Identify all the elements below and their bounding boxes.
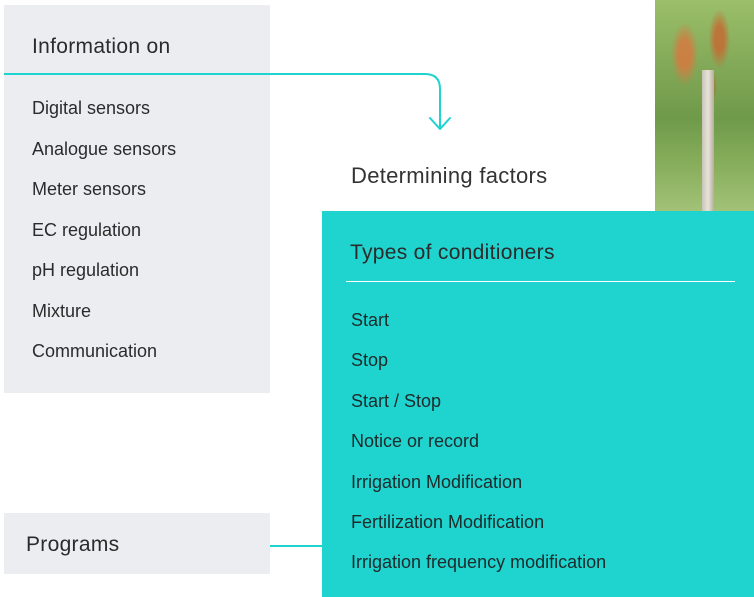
- list-item: Communication: [32, 341, 158, 361]
- list-item: Notice or record: [351, 431, 480, 452]
- connector-arrow-down-icon: [229, 73, 451, 130]
- list-item: Irrigation Modification: [351, 471, 523, 492]
- information-title: Information on: [32, 35, 171, 58]
- list-item: Mixture: [32, 300, 92, 321]
- list-item: Irrigation frequency modification: [351, 552, 607, 573]
- list-item: Start / Stop: [351, 390, 442, 411]
- list-item: pH regulation: [32, 260, 140, 280]
- determining-factors-label: Determining factors: [351, 163, 548, 188]
- conditioners-title: Types of conditioners: [350, 241, 555, 264]
- conditioners-list: Start Stop Start / Stop Notice or record…: [351, 307, 606, 590]
- information-list: Digital sensors Analogue sensors Meter s…: [32, 95, 176, 379]
- list-item: Fertilization Modification: [351, 511, 545, 532]
- list-item: Start: [351, 310, 390, 330]
- programs-panel: Programs: [4, 513, 270, 574]
- information-divider: [4, 73, 230, 75]
- orchard-photo: [655, 0, 754, 216]
- list-item: Digital sensors: [32, 98, 151, 118]
- list-item: EC regulation: [32, 219, 142, 240]
- conditioners-panel: Types of conditioners Start Stop Start /…: [322, 211, 754, 597]
- list-item: Analogue sensors: [32, 138, 177, 159]
- list-item: Meter sensors: [32, 179, 147, 199]
- programs-label: Programs: [26, 533, 120, 556]
- information-panel: Information on Digital sensors Analogue …: [4, 5, 270, 393]
- conditioners-divider: [346, 281, 735, 282]
- tree-trunk: [702, 70, 714, 216]
- list-item: Stop: [351, 350, 389, 371]
